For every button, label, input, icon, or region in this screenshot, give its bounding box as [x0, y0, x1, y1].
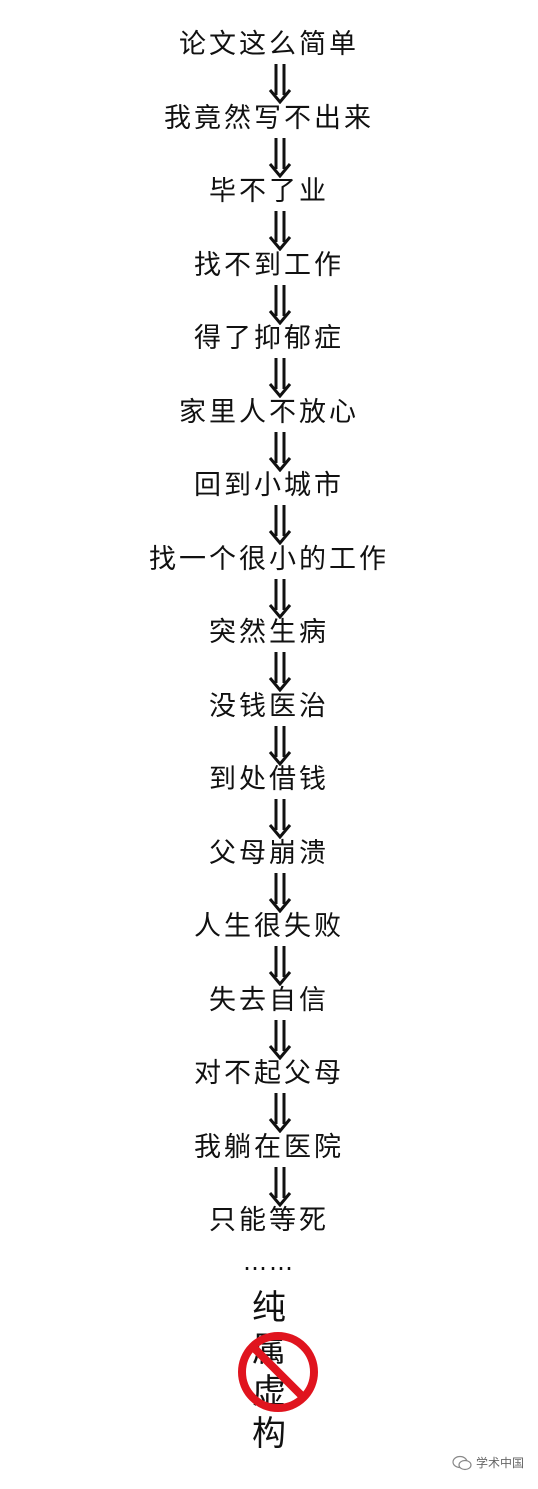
flow-step: 突然生病	[209, 617, 329, 648]
flow-step: 我竟然写不出来	[164, 102, 374, 134]
double-down-arrow-icon	[268, 946, 292, 986]
flow-step: 得了抑郁症	[194, 323, 344, 354]
double-down-arrow-icon	[268, 1019, 292, 1060]
double-down-arrow-icon	[268, 64, 292, 104]
flow-step: 对不起父母	[194, 1058, 344, 1089]
double-down-arrow-icon	[268, 652, 292, 692]
double-down-arrow-icon	[268, 725, 292, 766]
flow-step: 家里人不放心	[179, 396, 359, 428]
double-down-arrow-icon	[268, 1093, 292, 1133]
double-down-arrow-icon	[268, 578, 292, 619]
flow-step: 找一个很小的工作	[149, 543, 389, 575]
flow-step: 到处借钱	[209, 764, 329, 795]
flow-step: 找不到工作	[194, 249, 344, 281]
flow-step: 毕不了业	[209, 176, 329, 207]
double-down-arrow-icon	[268, 872, 292, 913]
flow-step: 人生很失败	[194, 911, 344, 942]
flow-step: 只能等死	[209, 1205, 329, 1236]
flow-step: 论文这么简单	[179, 29, 359, 60]
prohibition-icon	[238, 1332, 318, 1412]
flow-step: 失去自信	[209, 984, 329, 1016]
ellipsis: ……	[243, 1248, 295, 1276]
watermark: 学术中国	[452, 1454, 524, 1471]
stamp-char: 构	[252, 1414, 286, 1454]
double-down-arrow-icon	[268, 137, 292, 178]
flow-step: 回到小城市	[194, 470, 344, 501]
wechat-icon	[452, 1455, 472, 1470]
double-down-arrow-icon	[268, 505, 292, 545]
flow-step: 没钱医治	[209, 690, 329, 722]
stamp-char: 纯	[252, 1288, 286, 1328]
double-down-arrow-icon	[268, 799, 292, 839]
double-down-arrow-icon	[268, 431, 292, 472]
flow-step: 父母崩溃	[209, 837, 329, 869]
double-down-arrow-icon	[268, 211, 292, 251]
double-down-arrow-icon	[268, 1166, 292, 1207]
double-down-arrow-icon	[268, 358, 292, 398]
flow-step: 我躺在医院	[194, 1131, 344, 1163]
watermark-text: 学术中国	[475, 1456, 524, 1470]
double-down-arrow-icon	[268, 284, 292, 325]
